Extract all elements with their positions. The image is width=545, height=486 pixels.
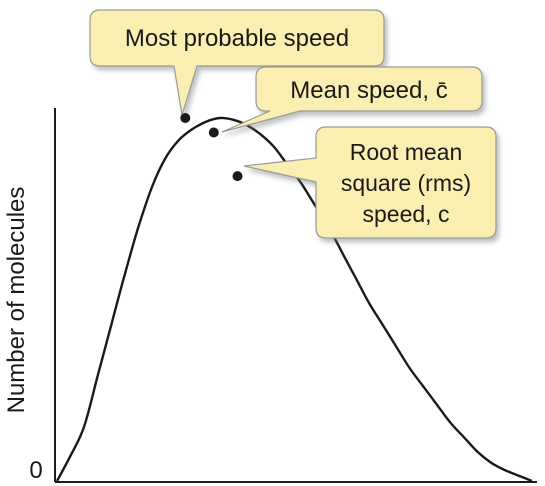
most-probable-speed-point bbox=[180, 113, 191, 123]
callout-rms-speed-bubble bbox=[243, 126, 497, 239]
callout-rms-speed: Root mean square (rms) speed, c bbox=[243, 126, 497, 239]
y-axis-label: Number of molecules bbox=[3, 187, 30, 414]
callout-rms-line3: speed, c bbox=[363, 201, 450, 227]
callout-rms-line1: Root mean bbox=[350, 139, 463, 165]
callout-mean-speed-bubble bbox=[221, 66, 483, 133]
callout-most-probable-text: Most probable speed bbox=[125, 25, 349, 52]
callout-rms-line2: square (rms) bbox=[341, 170, 471, 196]
callout-most-probable-bubble bbox=[89, 9, 385, 116]
rms-speed-point bbox=[232, 171, 243, 182]
callout-mean-speed: Mean speed, c̄ bbox=[221, 66, 483, 133]
callout-mean-speed-text: Mean speed, c̄ bbox=[290, 77, 447, 104]
mean-speed-point bbox=[208, 127, 219, 138]
callout-most-probable: Most probable speed bbox=[89, 9, 385, 116]
origin-label: 0 bbox=[29, 457, 42, 484]
speed-markers bbox=[180, 113, 243, 182]
